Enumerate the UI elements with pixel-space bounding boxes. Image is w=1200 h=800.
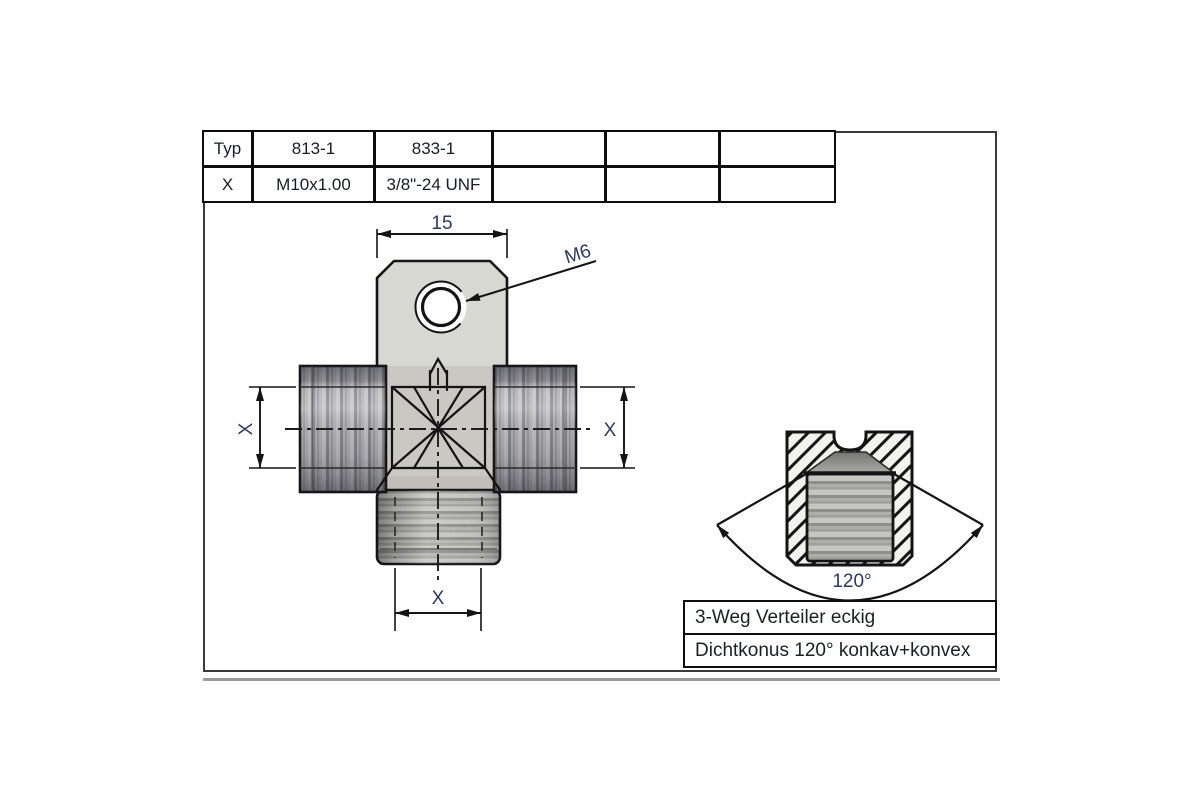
- detail-view: 120°: [716, 430, 984, 602]
- thread-callout-leader: [465, 260, 597, 302]
- spec-value-cell: M10x1.00: [252, 166, 375, 203]
- spec-value-cell: [492, 166, 606, 203]
- internal-bore-geometry: [375, 356, 502, 492]
- center-body-flare: [380, 476, 500, 492]
- spec-table: Typ 813-1 833-1 X M10x1.00 3/8"-24 UNF: [202, 130, 836, 203]
- dimension-right-x: [580, 386, 635, 469]
- title-row-part-name: 3-Weg Verteiler eckig: [683, 600, 997, 635]
- cone-angle-label: 120°: [832, 571, 871, 592]
- left-threaded-arm: [298, 364, 388, 494]
- page-bottom-shadow: [203, 678, 1000, 681]
- title-row-seal-spec: Dichtkonus 120° konkav+konvex: [683, 633, 997, 668]
- spec-value-cell: 3/8"-24 UNF: [374, 166, 493, 203]
- dimension-tab-width: [376, 229, 508, 258]
- dim-x-left-label: X: [236, 422, 257, 435]
- thread-callout-label: M6: [562, 241, 593, 269]
- dim-x-right-label: X: [604, 420, 617, 441]
- mounting-hole-icon: [420, 286, 462, 328]
- main-view: 15 M6 X X X: [236, 213, 635, 631]
- spec-value-cell: [605, 166, 720, 203]
- title-block: 3-Weg Verteiler eckig Dichtkonus 120° ko…: [683, 600, 997, 668]
- dimension-bottom-x: [394, 568, 482, 631]
- tab-width-dimension-label: 15: [431, 213, 452, 234]
- spec-header-cell: Typ: [202, 130, 253, 167]
- dim-x-bottom-label: X: [432, 588, 445, 609]
- dimension-left-x: [249, 386, 296, 469]
- detail-threaded-bore: [805, 472, 895, 563]
- spec-value-cell: [719, 166, 836, 203]
